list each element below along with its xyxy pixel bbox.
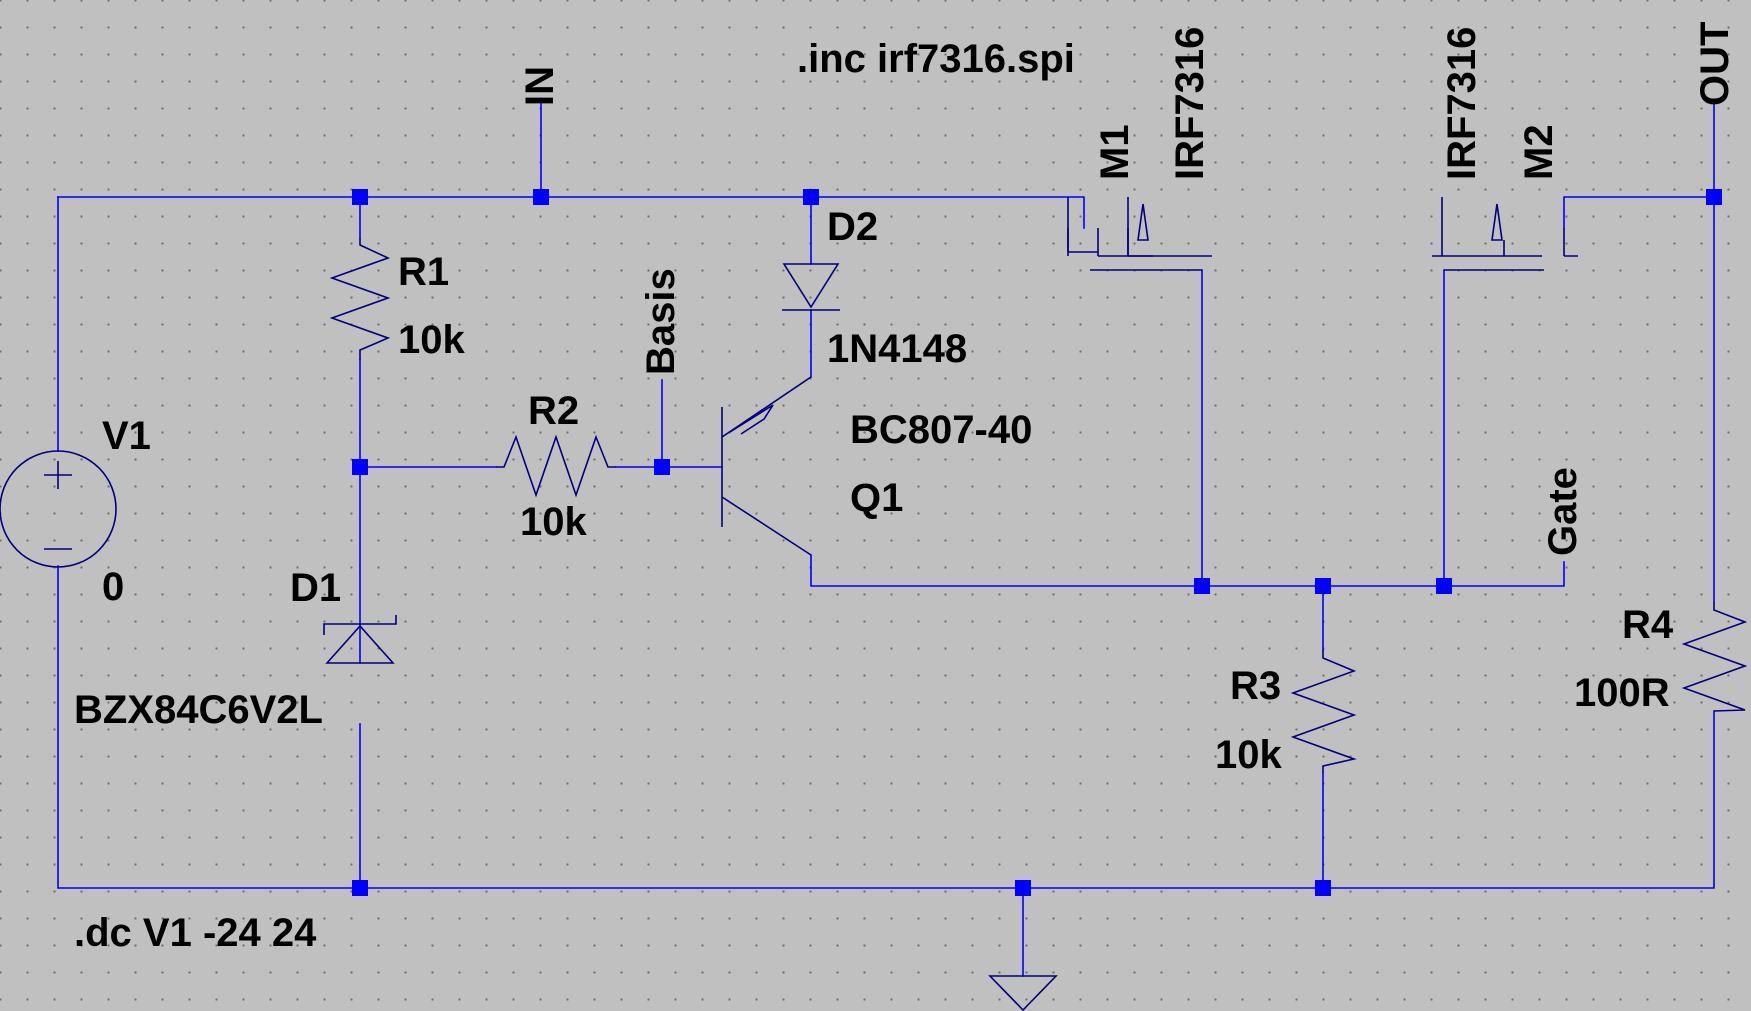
resistor-r4[interactable] [1681, 602, 1748, 712]
labels: .inc irf7316.spi .dc V1 -24 24 IN OUT Ba… [74, 22, 1737, 955]
junction-dot [1436, 578, 1452, 594]
r1-name: R1 [398, 250, 449, 294]
ground-symbol [988, 975, 1058, 1011]
mosfet-m2[interactable] [1432, 197, 1578, 271]
junction-dot [1015, 880, 1031, 896]
net-label-in: IN [518, 66, 562, 106]
r4-value: 100R [1574, 671, 1670, 715]
q1-name: Q1 [850, 476, 903, 520]
resistor-r2[interactable] [496, 434, 616, 498]
r1-value: 10k [398, 318, 465, 362]
resistor-r1[interactable] [329, 238, 391, 360]
voltage-source-v1[interactable] [0, 450, 117, 568]
diode-d2[interactable] [782, 263, 840, 311]
analysis-directive[interactable]: .dc V1 -24 24 [74, 911, 317, 955]
transistor-q1[interactable] [721, 376, 812, 556]
m2-name: M2 [1517, 124, 1561, 180]
junction-dot [352, 880, 368, 896]
d1-value: BZX84C6V2L [74, 688, 323, 732]
q1-value: BC807-40 [850, 408, 1032, 452]
zener-diode-d1[interactable] [323, 615, 397, 664]
r3-value: 10k [1215, 733, 1282, 777]
net-label-out: OUT [1693, 22, 1737, 106]
junction-dot [654, 459, 670, 475]
junction-dot [1706, 189, 1722, 205]
m2-value: IRF7316 [1440, 27, 1484, 180]
v1-name: V1 [102, 414, 151, 458]
wires [57, 102, 1715, 977]
junction-dot [533, 189, 549, 205]
junction-dot [352, 189, 368, 205]
wire-out-rail[interactable] [1563, 196, 1715, 603]
net-label-basis: Basis [639, 268, 683, 375]
junction-dot [1194, 578, 1210, 594]
d1-name: D1 [290, 566, 341, 610]
d2-name: D2 [827, 205, 878, 249]
wire-left-loop[interactable] [57, 196, 1715, 889]
junction-dot [1315, 578, 1331, 594]
resistor-r3[interactable] [1290, 650, 1357, 773]
r2-name: R2 [528, 389, 579, 433]
m1-name: M1 [1093, 124, 1137, 180]
junction-dot [1315, 880, 1331, 896]
r2-value: 10k [520, 500, 587, 544]
r3-name: R3 [1230, 664, 1281, 708]
m1-value: IRF7316 [1168, 27, 1212, 180]
wire-q1-gate[interactable] [810, 554, 1565, 587]
net-label-gate: Gate [1541, 467, 1585, 556]
include-directive[interactable]: .inc irf7316.spi [797, 37, 1075, 81]
r4-name: R4 [1622, 603, 1674, 647]
junctions [352, 189, 1722, 896]
mosfet-m1[interactable] [1067, 197, 1212, 271]
junction-dot [352, 459, 368, 475]
v1-value: 0 [102, 565, 124, 609]
d2-value: 1N4148 [827, 327, 967, 371]
junction-dot [803, 189, 819, 205]
wire-top-rail[interactable] [57, 196, 1085, 229]
